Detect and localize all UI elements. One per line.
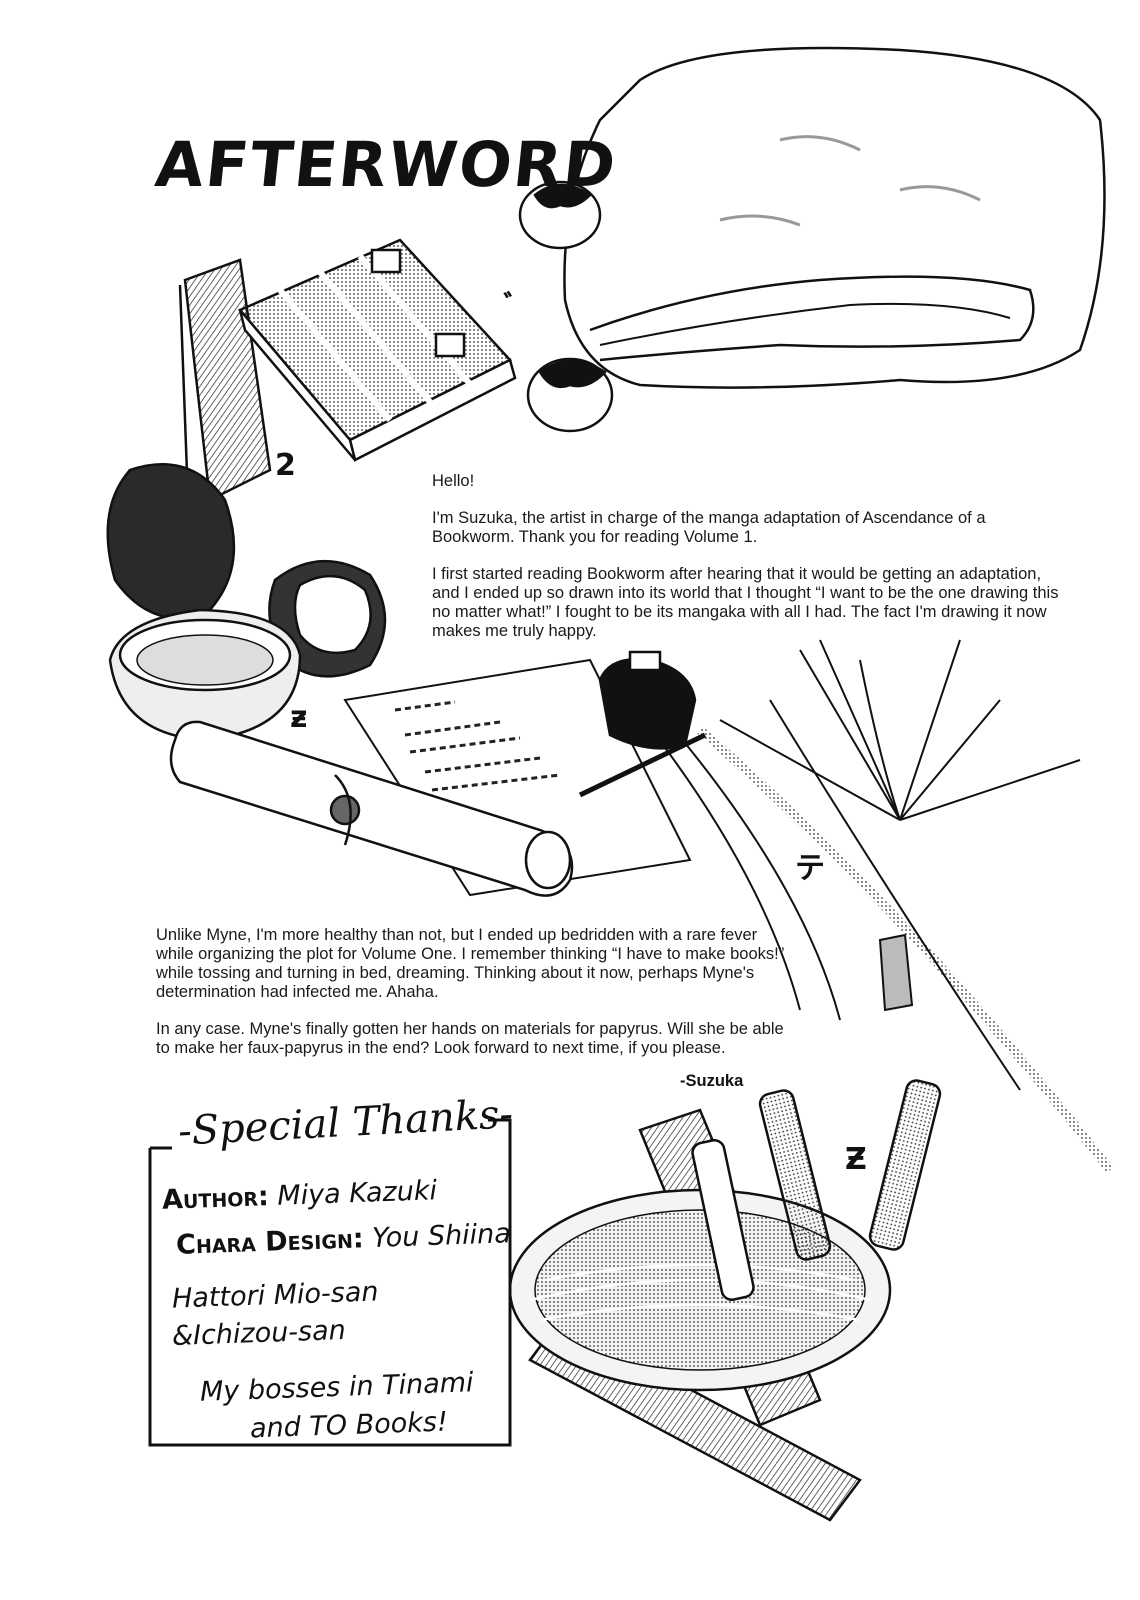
item-number-4: テ xyxy=(795,851,825,886)
tray-drawing xyxy=(508,1079,942,1522)
scroll-drawing xyxy=(169,720,574,897)
cloth-bundle-drawing xyxy=(563,46,1106,389)
item-number-5: Ƶ xyxy=(845,1142,867,1177)
reeds-drawing xyxy=(619,639,1114,1173)
signature: -Suzuka xyxy=(680,1072,744,1090)
book-drawing xyxy=(237,238,517,462)
afterword-text-top: Hello! I'm Suzuka, the artist in charge … xyxy=(432,472,1072,659)
special-thanks-frame xyxy=(148,1118,512,1447)
afterword-text-bottom: Unlike Myne, I'm more healthy than not, … xyxy=(156,926,796,1076)
paragraph-story: I first started reading Bookworm after h… xyxy=(432,565,1059,640)
paragraph-intro: I'm Suzuka, the artist in charge of the … xyxy=(432,509,986,546)
bowl-drawing xyxy=(108,608,302,742)
paragraph-outlook: In any case. Myne's finally gotten her h… xyxy=(156,1020,784,1057)
paragraph-fever: Unlike Myne, I'm more healthy than not, … xyxy=(156,926,785,1001)
item-number-3: ƶ xyxy=(290,700,308,735)
credit-line-4: &Ichizou-san xyxy=(171,1314,347,1353)
persimmons-drawing xyxy=(518,180,614,433)
wooden-tag-drawing xyxy=(178,258,272,502)
credit-chara-name: You Shiina xyxy=(371,1218,512,1254)
credit-author-role: Author: xyxy=(161,1181,270,1216)
item-number-2: 2 xyxy=(275,448,296,483)
credit-author-name: Miya Kazuki xyxy=(276,1175,438,1212)
credit-chara-role: Chara Design: xyxy=(175,1223,365,1261)
paragraph-greeting: Hello! xyxy=(432,472,475,490)
page-title: AFTERWORD xyxy=(152,128,621,201)
